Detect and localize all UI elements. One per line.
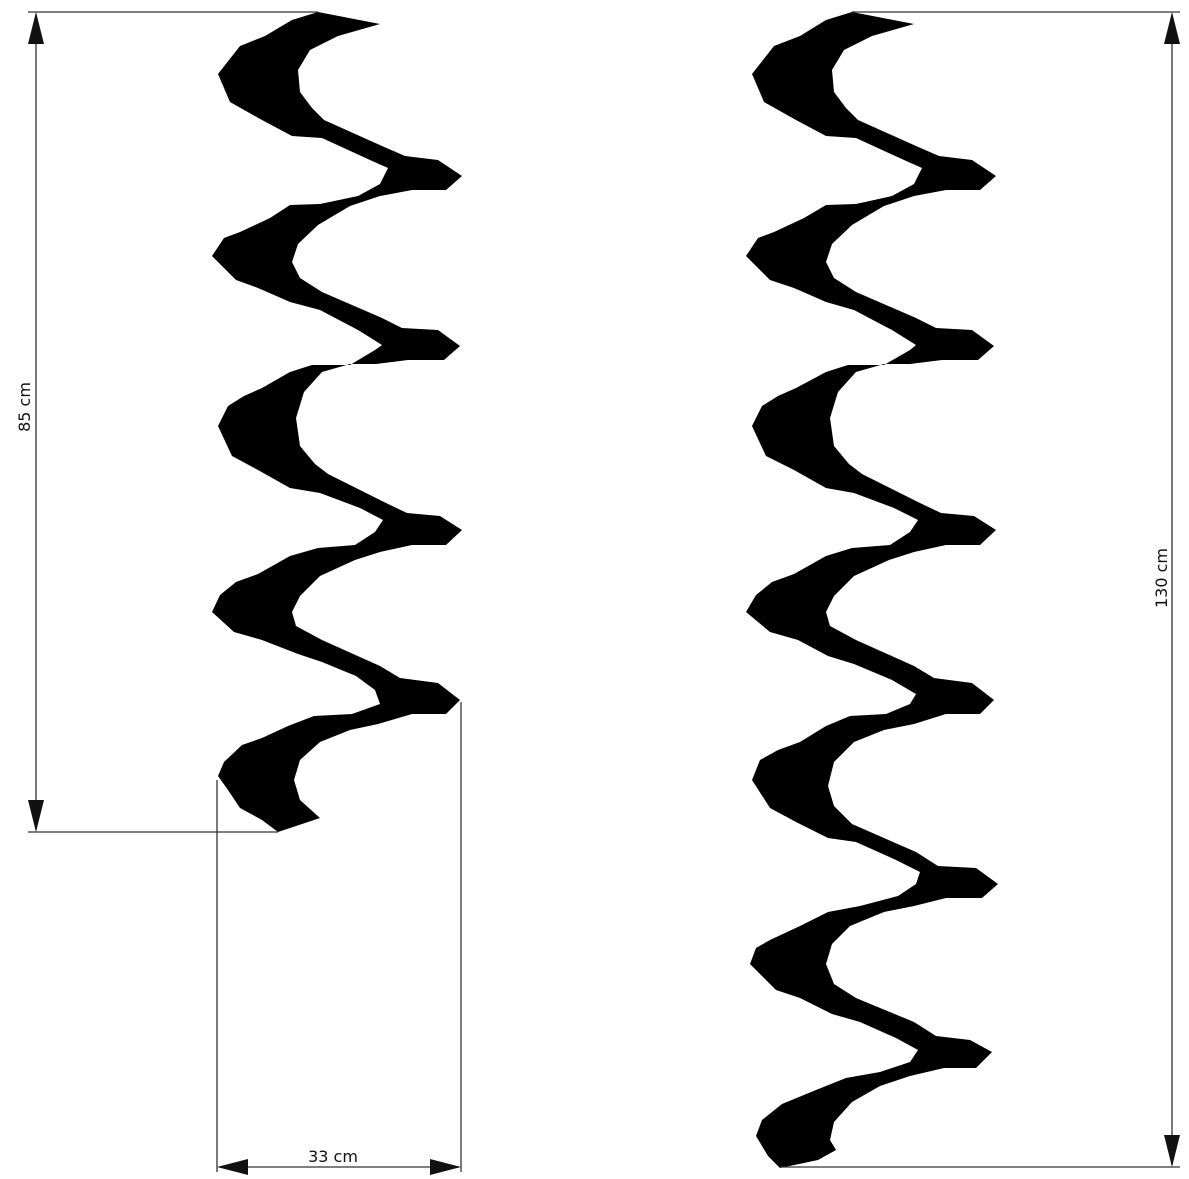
tall-wave-decal (746, 12, 998, 1168)
arrow-down-icon (1164, 1135, 1180, 1167)
width-dimension: 33 cm (216, 702, 462, 1175)
short-height-dimension: 85 cm (15, 11, 318, 833)
arrow-up-icon (1164, 12, 1180, 44)
arrow-up-icon (28, 12, 44, 44)
arrow-left-icon (217, 1159, 248, 1175)
short-wave-decal (212, 12, 462, 832)
arrow-right-icon (430, 1159, 461, 1175)
short-wave-shape (212, 12, 462, 832)
tall-wave-shape (746, 12, 998, 1168)
width-label: 33 cm (308, 1147, 358, 1166)
tall-height-label: 130 cm (1152, 548, 1171, 608)
arrow-down-icon (28, 800, 44, 832)
short-height-label: 85 cm (15, 382, 34, 432)
tall-height-dimension: 130 cm (780, 11, 1180, 1168)
